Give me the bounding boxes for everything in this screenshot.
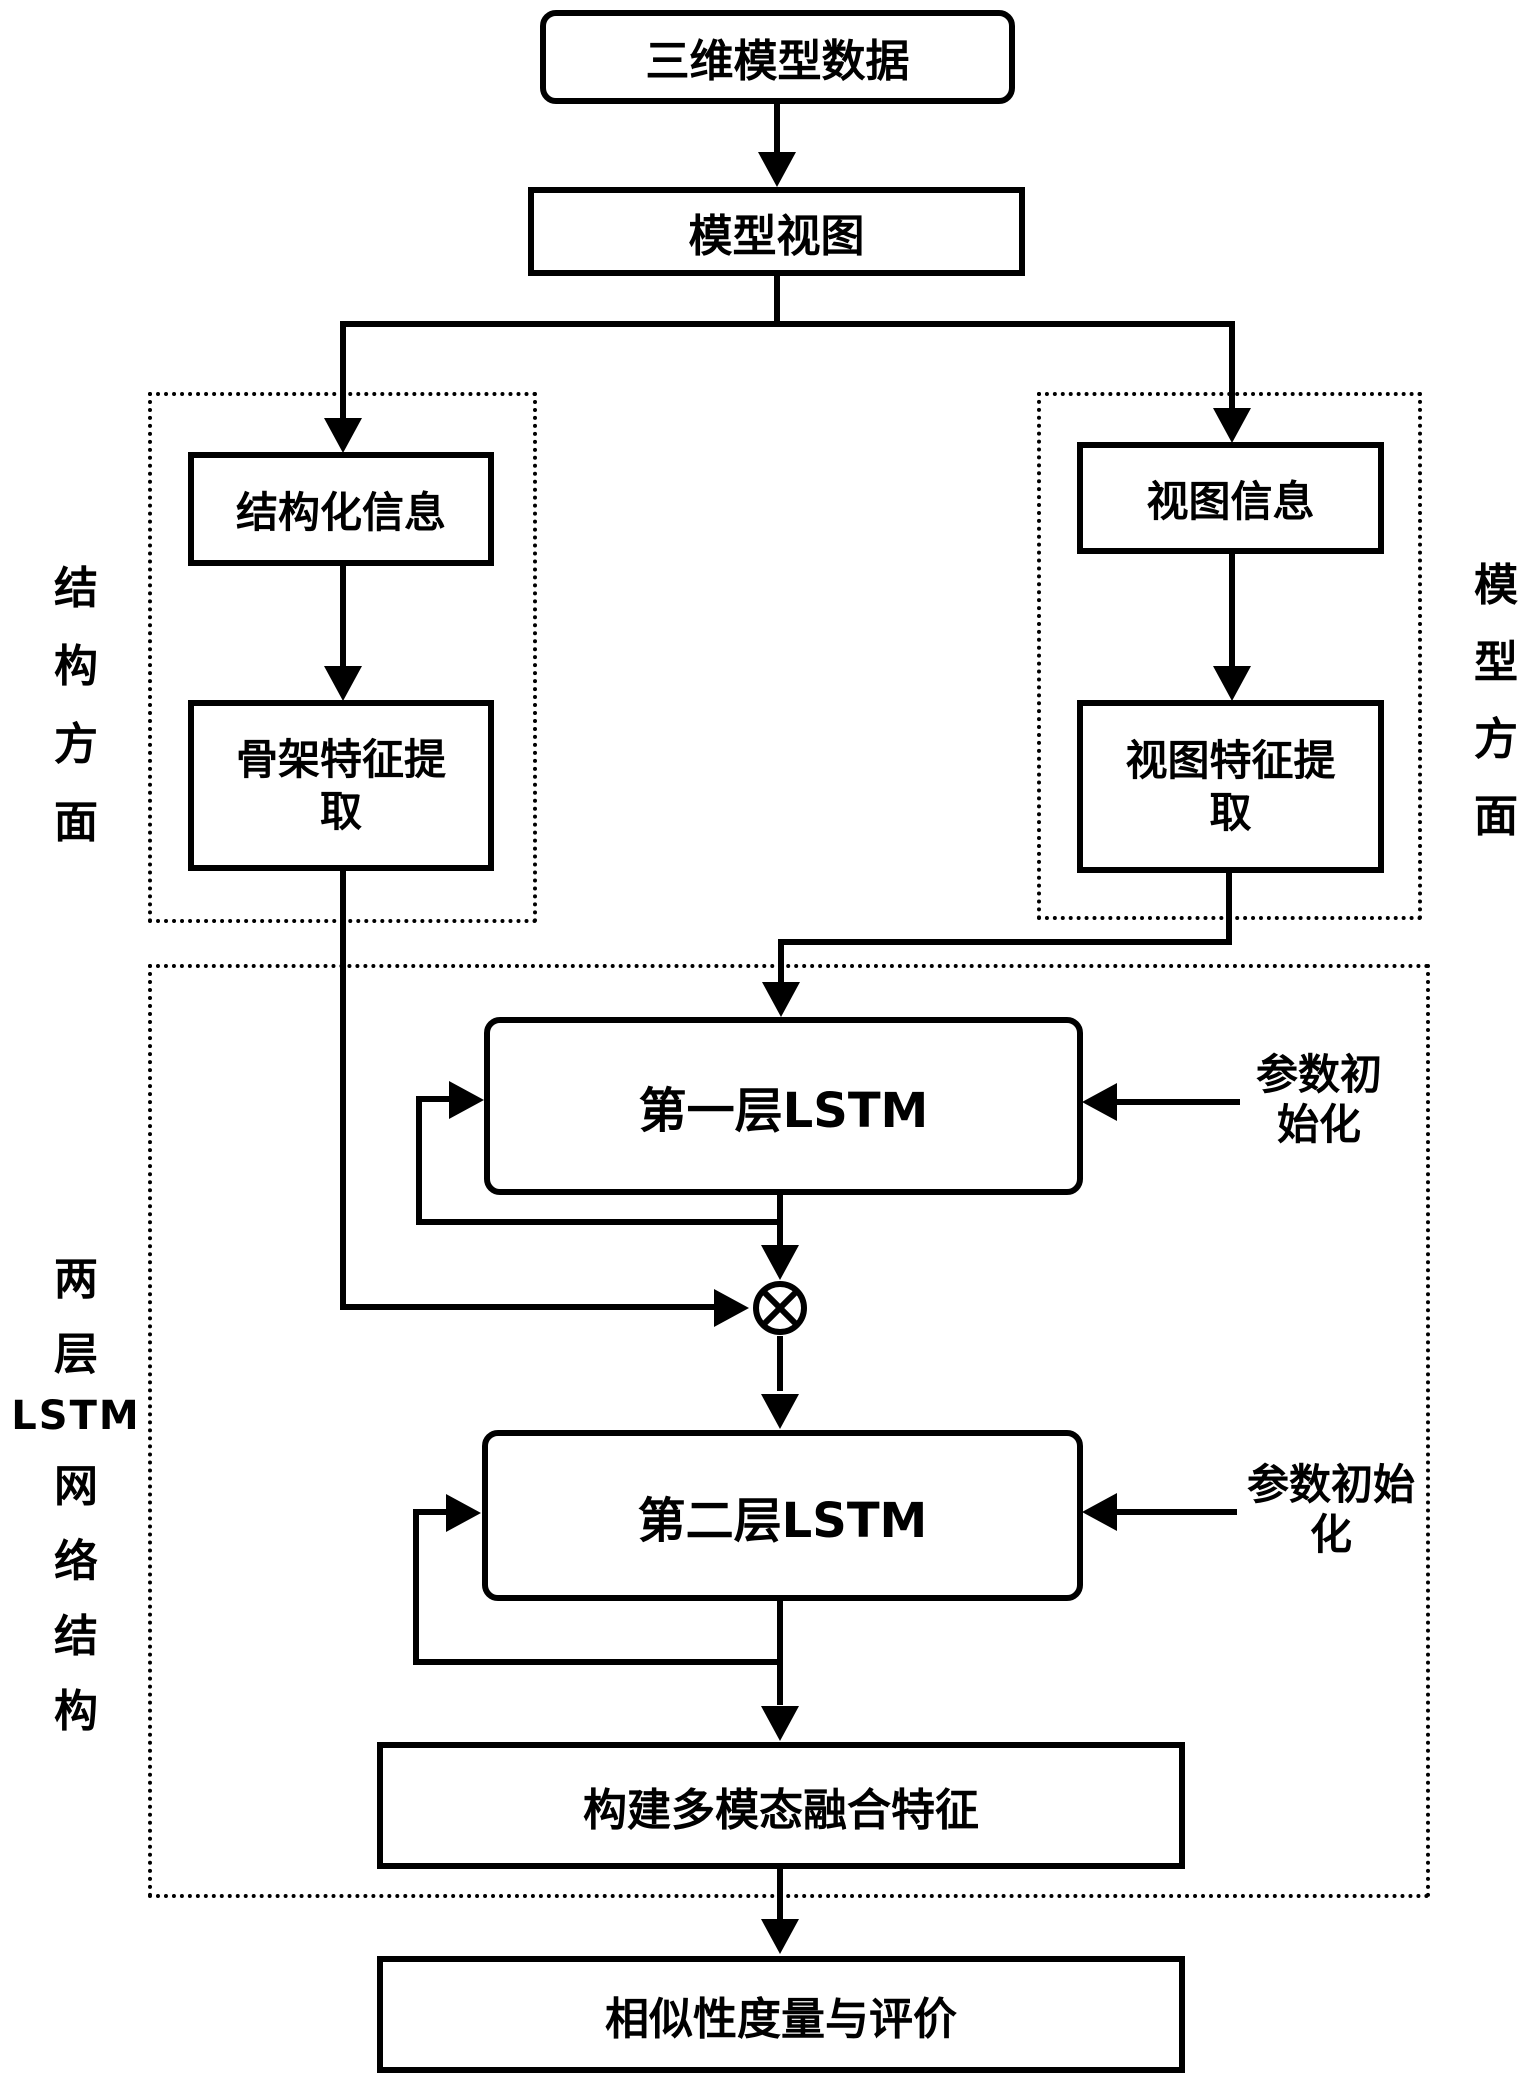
node-label: 构建多模态融合特征: [583, 1784, 979, 1836]
node-fusion: 构建多模态融合特征: [377, 1742, 1185, 1869]
edge-viewinfo-viewextract: [1229, 551, 1235, 666]
vlabel-char: 络: [54, 1536, 98, 1587]
node-lstm2: 第二层LSTM: [482, 1430, 1083, 1601]
arrowhead-down-icon: [761, 1394, 799, 1429]
node-label: 模型视图: [688, 210, 865, 262]
node-label-line1: 视图特征提: [1125, 736, 1336, 786]
vlabel-char: 面: [54, 797, 98, 848]
vlabel-char: 方: [1474, 714, 1518, 765]
arrowhead-left-icon: [1082, 1083, 1117, 1121]
label-lstm-network: 两 层 LSTM 网 络 结 构: [8, 1243, 144, 1739]
vlabel-char: 构: [54, 641, 98, 692]
param-init-line1: 参数初: [1255, 1050, 1382, 1099]
edge-viewextract-left: [778, 939, 1232, 945]
node-skeleton-extract: 骨架特征提 取: [188, 700, 494, 871]
node-label-line1: 骨架特征提: [235, 735, 446, 785]
vlabel-char: 方: [54, 719, 98, 770]
vlabel-char: 模: [1474, 560, 1518, 611]
arrowhead-down-icon: [758, 152, 796, 187]
node-label: 骨架特征提 取: [236, 734, 446, 836]
arrowhead-down-icon: [324, 666, 362, 701]
node-view-info: 视图信息: [1077, 442, 1384, 554]
node-label-line2: 取: [319, 786, 362, 836]
edge-lstm2-fusion: [777, 1598, 783, 1705]
arrowhead-right-icon: [446, 1494, 481, 1532]
edge-branch-viewinfo: [1229, 321, 1235, 408]
lstm2-loop-top: [413, 1509, 447, 1515]
node-model-data: 三维模型数据: [540, 10, 1015, 104]
param-init-line2: 化: [1309, 1509, 1352, 1559]
node-label: 视图信息: [1146, 476, 1315, 526]
multiply-icon: [752, 1280, 808, 1336]
edge-into-lstm1: [778, 939, 784, 983]
arrowhead-left-icon: [1082, 1493, 1117, 1531]
edge-modelview-branch: [774, 275, 780, 327]
node-lstm1: 第一层LSTM: [484, 1017, 1083, 1195]
edge-structinfo-skeleton: [340, 564, 346, 666]
vlabel-lstm-text: LSTM: [11, 1393, 141, 1439]
arrowhead-down-icon: [1213, 408, 1251, 443]
param-init-line1: 参数初始: [1246, 1460, 1415, 1509]
edge-skeleton-down: [340, 868, 346, 1310]
node-label: 相似性度量与评价: [605, 1993, 957, 2045]
param-init-line2: 始化: [1276, 1099, 1361, 1149]
node-label: 第二层LSTM: [637, 1492, 928, 1549]
vlabel-char: 结: [54, 563, 98, 614]
arrowhead-down-icon: [324, 418, 362, 453]
edge-skeleton-otimes: [340, 1304, 714, 1310]
edge-viewextract-down: [1226, 870, 1232, 945]
arrowhead-right-icon: [449, 1081, 484, 1119]
edge-fusion-similarity: [777, 1866, 783, 1920]
node-similarity: 相似性度量与评价: [377, 1956, 1185, 2073]
vlabel-char: 结: [54, 1611, 98, 1662]
vlabel-char: 型: [1474, 637, 1518, 688]
arrowhead-down-icon: [1213, 666, 1251, 701]
vlabel-char: 网: [54, 1461, 98, 1512]
lstm1-loop-bottom: [416, 1219, 780, 1225]
vlabel-char: 构: [54, 1686, 98, 1737]
param-init-2-label: 参数初始 化: [1238, 1460, 1424, 1559]
arrowhead-down-icon: [761, 1706, 799, 1741]
param-init-1-label: 参数初 始化: [1243, 1050, 1395, 1149]
node-label: 第一层LSTM: [638, 1083, 929, 1139]
branch-horizontal-line: [340, 321, 1235, 327]
node-label: 结构化信息: [235, 487, 446, 537]
node-struct-info: 结构化信息: [188, 452, 494, 566]
arrowhead-down-icon: [762, 982, 800, 1017]
label-model-aspect: 模 型 方 面: [1458, 549, 1531, 844]
vlabel-char: 两: [54, 1254, 98, 1305]
edge-paraminit1-lstm1: [1117, 1099, 1240, 1105]
lstm1-loop-left: [416, 1096, 422, 1225]
lstm2-loop-bottom: [413, 1659, 780, 1665]
arrowhead-down-icon: [761, 1245, 799, 1280]
arrowhead-down-icon: [761, 1919, 799, 1954]
node-model-view: 模型视图: [528, 187, 1025, 276]
group-lstm-network: [148, 964, 1430, 1898]
lstm2-loop-left: [413, 1509, 419, 1665]
edge-paraminit2-lstm2: [1117, 1509, 1237, 1515]
edge-lstm1-otimes: [777, 1192, 783, 1248]
node-view-extract: 视图特征提 取: [1077, 700, 1384, 873]
vlabel-char: 层: [54, 1329, 98, 1380]
edge-otimes-lstm2: [777, 1336, 783, 1391]
node-label: 视图特征提 取: [1125, 735, 1335, 837]
arrowhead-right-icon: [714, 1289, 749, 1327]
label-structure-aspect: 结 构 方 面: [38, 552, 114, 850]
edge-branch-structinfo: [340, 321, 346, 418]
node-label-line2: 取: [1209, 787, 1252, 837]
edge-modeldata-modelview: [774, 103, 780, 153]
node-label: 三维模型数据: [645, 36, 910, 87]
vlabel-char: 面: [1474, 791, 1518, 842]
lstm1-loop-top: [416, 1096, 450, 1102]
